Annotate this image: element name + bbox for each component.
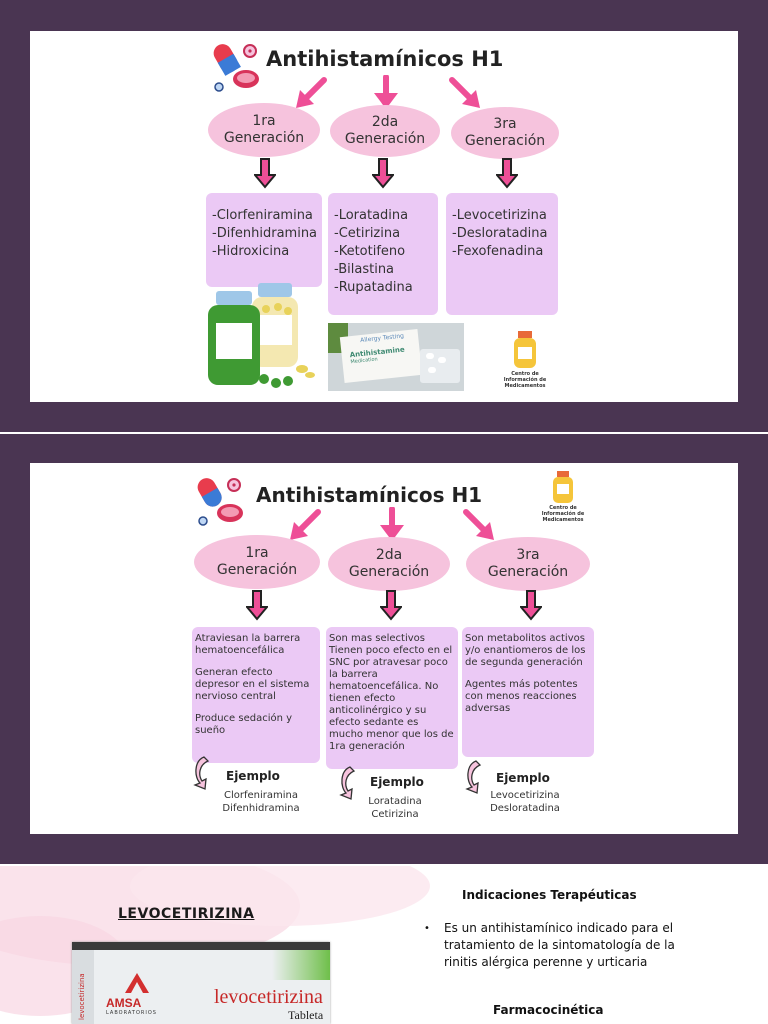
- curved-arrow-icon: [339, 766, 356, 800]
- generation-3-description: Son metabolitos activos y/o enantiomeros…: [462, 627, 594, 757]
- example-1-item: Clorfeniramina: [223, 790, 298, 801]
- example-1-title: Ejemplo: [226, 769, 280, 783]
- arrow-down-icon: [380, 507, 404, 541]
- arrow-down-icon: [380, 590, 402, 621]
- example-3-item: Levocetirizina: [490, 790, 560, 801]
- cim-logo: Centro de Información de Medicamentos: [490, 329, 560, 397]
- arrow-down-icon: [496, 158, 518, 189]
- product-name: levocetirizina: [214, 986, 323, 1008]
- slide-2: Antihistamínicos H1 Centro de Informació…: [30, 463, 738, 834]
- levocetirizina-package-image: levocetirizina AMSA LABORATORIOS levocet…: [72, 942, 330, 1024]
- generation-3-drugs: -Levocetirizina-Desloratadina-Fexofenadi…: [446, 193, 558, 315]
- curved-arrow-icon: [193, 756, 210, 790]
- generation-1-description: Atraviesan la barrera hematoencefálica G…: [192, 627, 320, 763]
- arrow-down-right-icon: [463, 509, 494, 540]
- amsa-logo-icon: [125, 973, 149, 993]
- arrow-down-icon: [254, 158, 276, 189]
- brand-subtitle: LABORATORIOS: [106, 1010, 157, 1016]
- brand-name: AMSA: [106, 996, 142, 1010]
- product-form: Tableta: [288, 1008, 324, 1022]
- cim-logo: Centro de Información de Medicamentos: [534, 469, 592, 529]
- generation-2-description: Son mas selectivos Tienen poco efecto en…: [326, 627, 458, 769]
- pills-icon: [197, 478, 243, 526]
- medicine-bottle-icon: [514, 331, 536, 368]
- example-1-item: Difenhidramina: [222, 803, 300, 814]
- slide-1-title: Antihistamínicos H1: [266, 47, 504, 71]
- generation-1-drugs: -Clorfeniramina-Difenhidramina-Hidroxici…: [206, 193, 322, 287]
- example-2-title: Ejemplo: [370, 775, 424, 789]
- antihistamine-box-image: Allergy Testing Antihistamine Medication: [328, 323, 464, 391]
- arrow-down-icon: [374, 75, 398, 109]
- bullet-icon: •: [424, 923, 430, 934]
- arrow-down-icon: [520, 590, 542, 621]
- indications-heading: Indicaciones Terapéuticas: [462, 888, 637, 902]
- example-2-item: Loratadina: [368, 796, 422, 807]
- slide-2-title: Antihistamínicos H1: [256, 483, 483, 507]
- example-2-item: Cetirizina: [371, 809, 419, 820]
- medicine-bottle-icon: [553, 471, 573, 503]
- indications-text: Es un antihistamínico indicado para el t…: [444, 921, 675, 969]
- pharmacokinetics-heading: Farmacocinética: [493, 1003, 604, 1017]
- arrow-down-icon: [372, 158, 394, 189]
- slide-separator: [0, 432, 768, 434]
- pills-icon: [213, 44, 259, 92]
- arrow-down-right-icon: [449, 77, 480, 108]
- drug-title: LEVOCETIRIZINA: [118, 906, 255, 922]
- slide-3: LEVOCETIRIZINA levocetirizina AMSA LABOR…: [0, 866, 768, 1024]
- example-3-title: Ejemplo: [496, 771, 550, 785]
- arrow-down-left-icon: [290, 509, 321, 540]
- curved-arrow-icon: [465, 760, 482, 794]
- arrow-down-left-icon: [296, 77, 327, 108]
- arrow-down-icon: [246, 590, 268, 621]
- example-3-item: Desloratadina: [490, 803, 560, 814]
- medicine-bottles-image: [208, 283, 315, 388]
- generation-2-drugs: -Loratadina-Cetirizina-Ketotifeno-Bilast…: [328, 193, 438, 315]
